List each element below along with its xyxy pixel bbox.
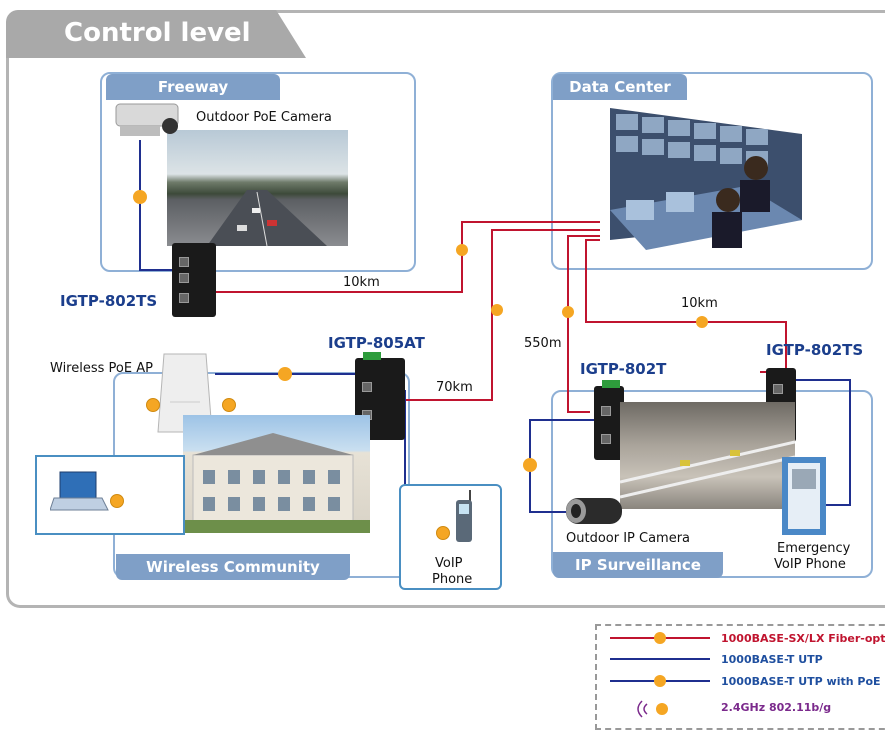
distance-label-3: 550m	[524, 336, 562, 351]
data-center-zone-tab: Data Center	[553, 74, 687, 100]
outdoor-poe-camera-icon	[115, 103, 179, 136]
poe-badge-ap	[278, 367, 292, 381]
fiber-badge-4	[696, 316, 708, 328]
poe-badge-camera	[523, 458, 537, 472]
igtp-802t-switch	[594, 380, 624, 460]
page-title: Control level	[64, 18, 251, 48]
igtp-802ts-left-switch	[172, 243, 216, 317]
street-photo	[620, 402, 795, 509]
poe-badge-freeway	[133, 190, 147, 204]
wireless-poe-ap-label: Wireless PoE AP	[50, 361, 153, 376]
fiber-badge-1	[456, 244, 468, 256]
fiber-badge-2	[491, 304, 503, 316]
igtp-802ts-left-label: IGTP-802TS	[60, 292, 158, 310]
outdoor-poe-camera-label: Outdoor PoE Camera	[196, 110, 332, 125]
laptop-icon	[50, 471, 109, 511]
control-level-tab	[6, 10, 306, 58]
voip-phone-icon	[456, 490, 472, 542]
fiber-line-freeway	[216, 221, 600, 293]
wifi-badge-phone	[436, 526, 450, 540]
emergency-voip-phone-icon	[782, 457, 826, 535]
wifi-badge-ap-right	[222, 398, 236, 412]
outdoor-ip-camera-icon	[566, 498, 622, 524]
igtp-802ts-right-label: IGTP-802TS	[766, 341, 864, 359]
apartment-photo	[183, 415, 370, 533]
freeway-photo	[167, 130, 348, 246]
legend-utp-label: 1000BASE-T UTP	[721, 653, 823, 666]
igtp-805at-label: IGTP-805AT	[328, 334, 425, 352]
voip-phone-label-line2: Phone	[432, 572, 473, 587]
wifi-badge-laptop	[110, 494, 124, 508]
legend-fiber-badge	[654, 632, 666, 644]
outdoor-ip-camera-label: Outdoor IP Camera	[566, 531, 691, 546]
distance-label-2: 70km	[436, 380, 473, 395]
ip-surveillance-zone-tab: IP Surveillance	[553, 552, 723, 578]
legend-fiber-label: 1000BASE-SX/LX Fiber-optic	[721, 632, 885, 645]
utp-camera-freeway	[139, 140, 175, 271]
wifi-badge-ap-left	[146, 398, 160, 412]
emergency-label-line2: VoIP Phone	[774, 557, 846, 572]
igtp-802t-label: IGTP-802T	[580, 360, 667, 378]
legend-poe-badge	[654, 675, 666, 687]
data-center-illustration	[610, 108, 802, 250]
distance-label-4: 10km	[681, 296, 718, 311]
legend-box	[595, 624, 885, 730]
fiber-badge-3	[562, 306, 574, 318]
legend-wifi-label: 2.4GHz 802.11b/g	[721, 701, 832, 714]
voip-phone-label-line1: VoIP	[435, 556, 463, 571]
distance-label-1: 10km	[343, 275, 380, 290]
fiber-line-802t	[567, 235, 600, 413]
fiber-line-805at	[405, 229, 600, 401]
wireless-community-zone-tab: Wireless Community	[116, 554, 350, 580]
legend-wifi-icon	[637, 700, 668, 718]
utp-802ts-phone	[795, 379, 851, 506]
emergency-label-line1: Emergency	[777, 541, 851, 556]
freeway-zone-tab: Freeway	[106, 74, 280, 100]
voip-phone-callout	[399, 484, 502, 590]
legend-utp-poe-label: 1000BASE-T UTP with PoE	[721, 675, 881, 688]
